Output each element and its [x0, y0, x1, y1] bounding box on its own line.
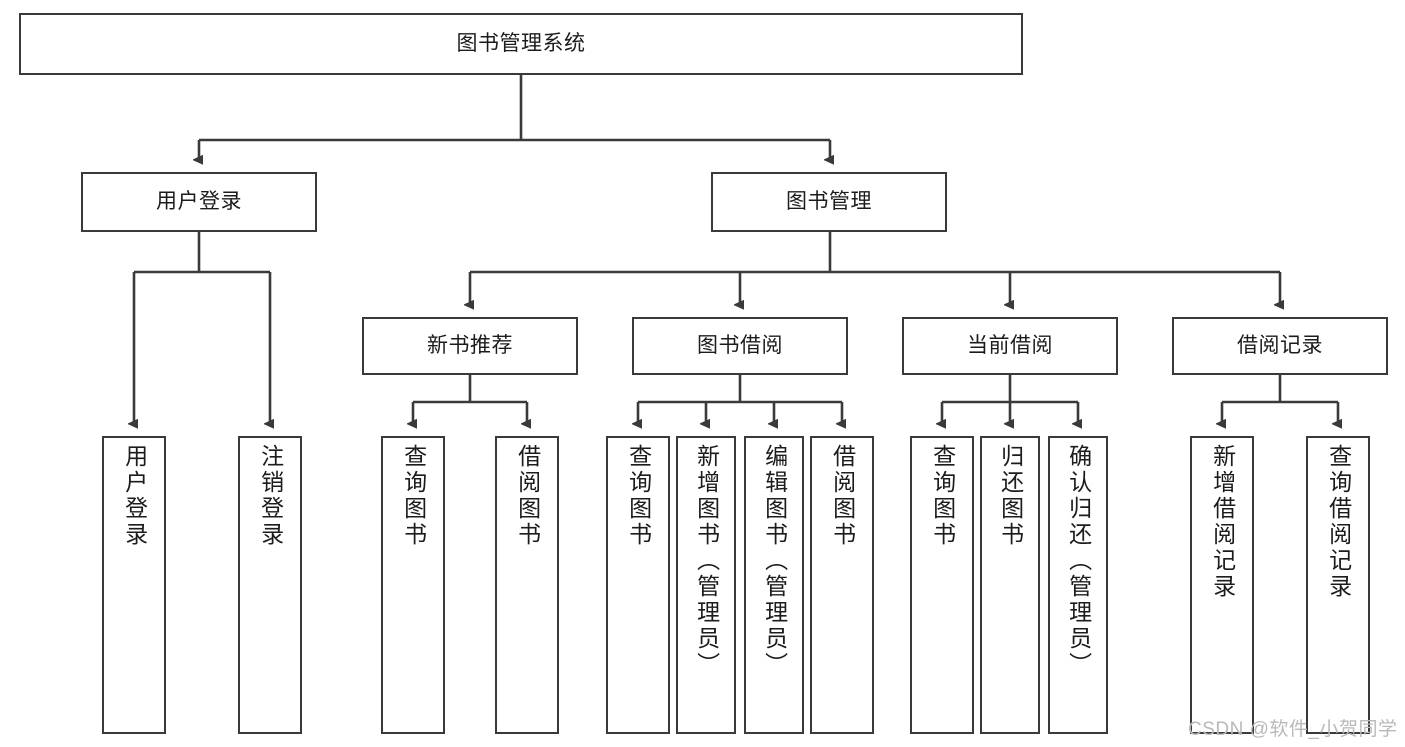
- node-new-book-rec[interactable]: 新书推荐: [362, 317, 578, 375]
- node-leaf-add-record-label: 新增借阅记录: [1209, 444, 1236, 600]
- node-root[interactable]: 图书管理系统: [19, 13, 1023, 75]
- node-leaf-borrow-book-1-label: 借阅图书: [514, 444, 541, 548]
- node-user-login-label: 用户登录: [156, 189, 242, 213]
- node-leaf-query-book-2[interactable]: 查询图书: [606, 436, 670, 734]
- node-user-login[interactable]: 用户登录: [81, 172, 317, 232]
- node-leaf-user-logout[interactable]: 注销登录: [238, 436, 302, 734]
- node-borrow-record[interactable]: 借阅记录: [1172, 317, 1388, 375]
- node-leaf-query-record-label: 查询借阅记录: [1325, 444, 1352, 600]
- node-leaf-borrow-book-2[interactable]: 借阅图书: [810, 436, 874, 734]
- node-leaf-query-book-3[interactable]: 查询图书: [910, 436, 974, 734]
- node-leaf-edit-book[interactable]: 编辑图书（管理员）: [744, 436, 804, 734]
- node-leaf-add-record[interactable]: 新增借阅记录: [1190, 436, 1254, 734]
- node-leaf-borrow-book-1[interactable]: 借阅图书: [495, 436, 559, 734]
- node-book-borrow-label: 图书借阅: [697, 333, 783, 357]
- node-new-book-rec-label: 新书推荐: [427, 333, 513, 357]
- node-leaf-add-book[interactable]: 新增图书（管理员）: [676, 436, 736, 734]
- node-leaf-user-logout-label: 注销登录: [257, 444, 284, 548]
- node-current-borrow[interactable]: 当前借阅: [902, 317, 1118, 375]
- node-book-manage[interactable]: 图书管理: [711, 172, 947, 232]
- node-leaf-query-book-1[interactable]: 查询图书: [381, 436, 445, 734]
- node-leaf-query-book-2-label: 查询图书: [625, 444, 652, 548]
- node-current-borrow-label: 当前借阅: [967, 333, 1053, 357]
- node-leaf-confirm-return-label: 确认归还（管理员）: [1065, 444, 1092, 678]
- node-leaf-user-login-label: 用户登录: [121, 444, 148, 548]
- node-root-label: 图书管理系统: [456, 31, 586, 55]
- node-leaf-borrow-book-2-label: 借阅图书: [829, 444, 856, 548]
- node-borrow-record-label: 借阅记录: [1237, 333, 1323, 357]
- node-book-manage-label: 图书管理: [786, 189, 872, 213]
- node-leaf-edit-book-label: 编辑图书（管理员）: [761, 444, 788, 678]
- node-leaf-confirm-return[interactable]: 确认归还（管理员）: [1048, 436, 1108, 734]
- node-leaf-add-book-label: 新增图书（管理员）: [693, 444, 720, 678]
- node-leaf-query-book-3-label: 查询图书: [929, 444, 956, 548]
- csdn-watermark: CSDN @软件_小贺同学: [1188, 719, 1398, 740]
- node-leaf-query-book-1-label: 查询图书: [400, 444, 427, 548]
- node-leaf-return-book-label: 归还图书: [997, 444, 1024, 548]
- node-book-borrow[interactable]: 图书借阅: [632, 317, 848, 375]
- node-leaf-user-login[interactable]: 用户登录: [102, 436, 166, 734]
- node-leaf-return-book[interactable]: 归还图书: [980, 436, 1040, 734]
- node-leaf-query-record[interactable]: 查询借阅记录: [1306, 436, 1370, 734]
